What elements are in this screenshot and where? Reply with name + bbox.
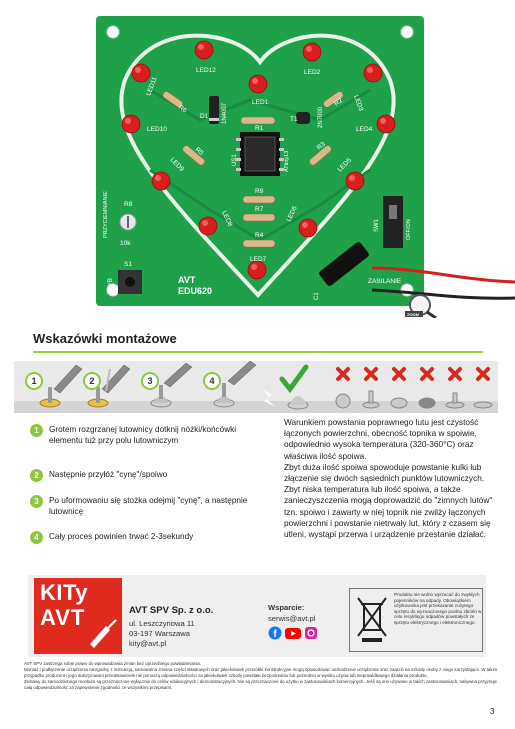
capacitor xyxy=(319,242,369,286)
kity-avt-logo xyxy=(34,578,122,654)
label-zasilanie: ZASILANIE xyxy=(368,278,402,285)
led xyxy=(345,171,365,191)
label-led2: LED2 xyxy=(304,69,321,76)
led xyxy=(194,40,214,60)
label-sw1: SW1 xyxy=(374,218,380,232)
power-switch xyxy=(383,196,403,248)
x-icon xyxy=(476,367,490,381)
soldering-illustration-strip: 1 2 3 4 xyxy=(14,361,498,413)
step-text: Grotem rozgrzanej lutownicy dotknij nóżk… xyxy=(49,425,237,445)
led xyxy=(376,114,396,134)
step-2: 2 Następnie przyłóż "cynę"/spoiwo xyxy=(30,469,265,483)
youtube-icon[interactable] xyxy=(285,628,301,639)
step-1: 1 Grotem rozgrzanej lutownicy dotknij nó… xyxy=(30,424,265,458)
black-wire xyxy=(371,288,515,300)
step-4: 4 Cały proces powinien trwać 2-3sekundy xyxy=(30,531,265,545)
logo-text-kity: KITy xyxy=(40,580,89,605)
x-icon xyxy=(364,367,378,381)
label-zoom: ZOOM xyxy=(407,312,420,317)
label-r9: R9 xyxy=(255,188,264,195)
label-edu620: EDU620 xyxy=(178,286,212,296)
address-city: 03-197 Warszawa xyxy=(129,629,190,638)
label-r1: R1 xyxy=(255,125,264,132)
company-name: AVT SPV Sp. z o.o. xyxy=(129,605,214,616)
pcb-photo: LED12 LED2 LED11 LED3 LED1 LED10 LED4 LE… xyxy=(0,0,515,318)
label-2n7000: 2N7000 xyxy=(318,106,324,128)
led xyxy=(248,74,268,94)
recycling-notice-box xyxy=(349,588,483,652)
transistor xyxy=(296,112,310,124)
led xyxy=(298,218,318,238)
label-r4: R4 xyxy=(255,232,264,239)
strip-badge-4: 4 xyxy=(209,376,214,386)
label-t1: T1 xyxy=(290,116,298,123)
contact-email[interactable]: kity@avt.pl xyxy=(129,639,167,648)
label-r5: R5 xyxy=(194,146,205,157)
step-number: 2 xyxy=(30,469,43,482)
support-label: Wsparcie: xyxy=(268,603,305,612)
heart-outline xyxy=(119,33,396,298)
label-c1: C1 xyxy=(314,292,320,300)
strip-badge-3: 3 xyxy=(147,376,152,386)
strip-badge-1: 1 xyxy=(31,376,36,386)
facebook-icon[interactable]: f xyxy=(268,626,282,641)
label-r2: R2 xyxy=(333,97,344,108)
label-led4: LED4 xyxy=(356,126,373,133)
step-text: Cały proces powinien trwać 2-3sekundy xyxy=(49,532,194,541)
x-icon xyxy=(392,367,406,381)
label-avt: AVT xyxy=(178,275,196,285)
address-street: ul. Leszczynowa 11 xyxy=(129,619,195,628)
label-led12: LED12 xyxy=(196,67,216,74)
label-d1: D1 xyxy=(200,113,209,120)
instagram-icon[interactable] xyxy=(305,627,317,639)
step-number: 1 xyxy=(30,424,43,437)
label-r8: R8 xyxy=(124,201,133,208)
recycling-text: Produktu nie wolno wyrzucać do zwykłych … xyxy=(394,592,482,625)
label-przyciemnianie: PRZYCIEMNIANIE xyxy=(103,191,109,238)
label-s1: S1 xyxy=(124,261,132,268)
led xyxy=(121,114,141,134)
support-email[interactable]: serwis@avt.pl xyxy=(268,614,316,623)
label-attiny13: ATtiny13 xyxy=(284,151,290,172)
label-us1: US1 xyxy=(232,154,238,166)
label-1n4007: 1N4007 xyxy=(222,102,228,124)
label-r3: R3 xyxy=(316,141,327,152)
page-number: 3 xyxy=(490,707,495,716)
step-number: 3 xyxy=(30,495,43,508)
led xyxy=(302,42,322,62)
x-icon xyxy=(420,367,434,381)
label-r7: R7 xyxy=(255,206,264,213)
red-wire xyxy=(371,266,515,284)
label-off-on: OFF/ON xyxy=(406,219,412,240)
led xyxy=(151,171,171,191)
logo-text-avt: AVT xyxy=(40,605,86,630)
label-tryb: TRYB xyxy=(108,278,114,294)
step-3: 3 Po uformowaniu się stożka odejmij "cyn… xyxy=(30,495,265,519)
social-icons: f xyxy=(268,626,328,645)
svg-text:f: f xyxy=(273,629,277,640)
section-heading: Wskazówki montażowe xyxy=(33,331,177,346)
label-led7: LED7 xyxy=(250,256,267,263)
label-10k: 10k xyxy=(120,240,131,247)
step-number: 4 xyxy=(30,531,43,544)
x-icon xyxy=(448,367,462,381)
label-led1: LED1 xyxy=(252,99,269,106)
step-text: Następnie przyłóż "cynę"/spoiwo xyxy=(49,470,168,479)
legal-disclaimer: AVT SPV zastrzega sobie prawo do wprowad… xyxy=(24,661,498,690)
label-led10: LED10 xyxy=(147,126,167,133)
warning-text: Warunkiem powstania poprawnego lutu jest… xyxy=(284,417,493,540)
led xyxy=(198,216,218,236)
led xyxy=(247,260,267,280)
led xyxy=(363,63,383,83)
led xyxy=(131,63,151,83)
crossed-bin-icon xyxy=(357,597,387,642)
heading-divider xyxy=(33,351,483,353)
step-text: Po uformowaniu się stożka odejmij "cynę"… xyxy=(49,496,248,516)
diode xyxy=(209,96,219,124)
strip-badge-2: 2 xyxy=(89,376,94,386)
label-r6: R6 xyxy=(177,104,188,115)
check-icon xyxy=(279,364,309,394)
x-icon xyxy=(336,367,350,381)
soldering-iron-icon xyxy=(90,619,117,648)
